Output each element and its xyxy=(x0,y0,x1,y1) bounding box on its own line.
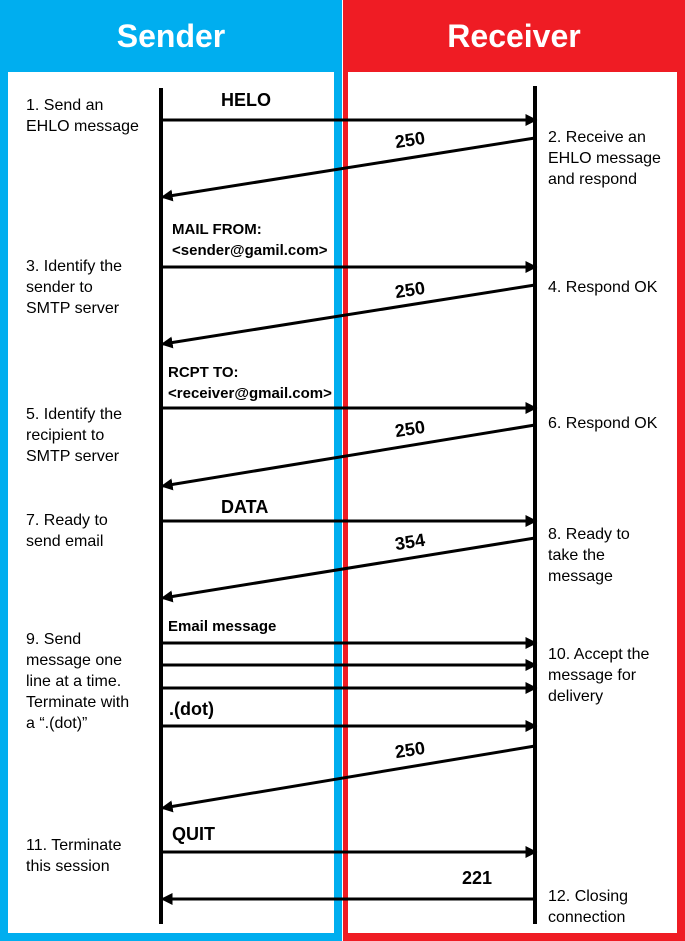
receiver-panel: Receiver xyxy=(343,0,685,941)
reply-code-221: 221 xyxy=(462,868,493,888)
message-rcpt-to: RCPT TO: <receiver@gmail.com> xyxy=(168,364,332,402)
message-helo: HELO xyxy=(221,90,272,110)
reply-arrow-354 xyxy=(160,536,536,603)
receiver-step-2: 2. Receive an EHLO message and respond xyxy=(548,129,661,188)
receiver-body xyxy=(348,72,677,933)
message-mail-from: MAIL FROM: <sender@gamil.com> xyxy=(172,221,328,259)
sender-step-9: 9. Send message one line at a time. Term… xyxy=(26,631,130,732)
sender-step-3: 3. Identify the sender to SMTP server xyxy=(26,258,123,317)
sender-step-5: 5. Identify the recipient to SMTP server xyxy=(26,406,123,465)
receiver-step-8: 8. Ready to take the message xyxy=(548,526,630,585)
reply-arrow-250-1 xyxy=(160,136,536,202)
message-dot: .(dot) xyxy=(169,699,214,719)
message-email: Email message xyxy=(168,618,277,635)
reply-arrow-250-4 xyxy=(160,744,536,813)
message-data: DATA xyxy=(221,497,269,517)
sender-step-1: 1. Send an EHLO message xyxy=(26,97,139,135)
sender-step-7: 7. Ready to send email xyxy=(26,512,108,550)
sender-step-11: 11. Terminate this session xyxy=(26,837,122,875)
message-quit: QUIT xyxy=(172,824,215,844)
receiver-title: Receiver xyxy=(447,18,581,54)
receiver-step-6: 6. Respond OK xyxy=(548,415,658,432)
reply-arrow-250-2 xyxy=(160,283,536,349)
sender-title: Sender xyxy=(116,18,226,54)
receiver-step-12: 12. Closing connection xyxy=(548,888,629,926)
receiver-step-10: 10. Accept the message for delivery xyxy=(548,646,650,705)
reply-arrow-250-3 xyxy=(160,423,536,491)
receiver-step-4: 4. Respond OK xyxy=(548,279,658,296)
